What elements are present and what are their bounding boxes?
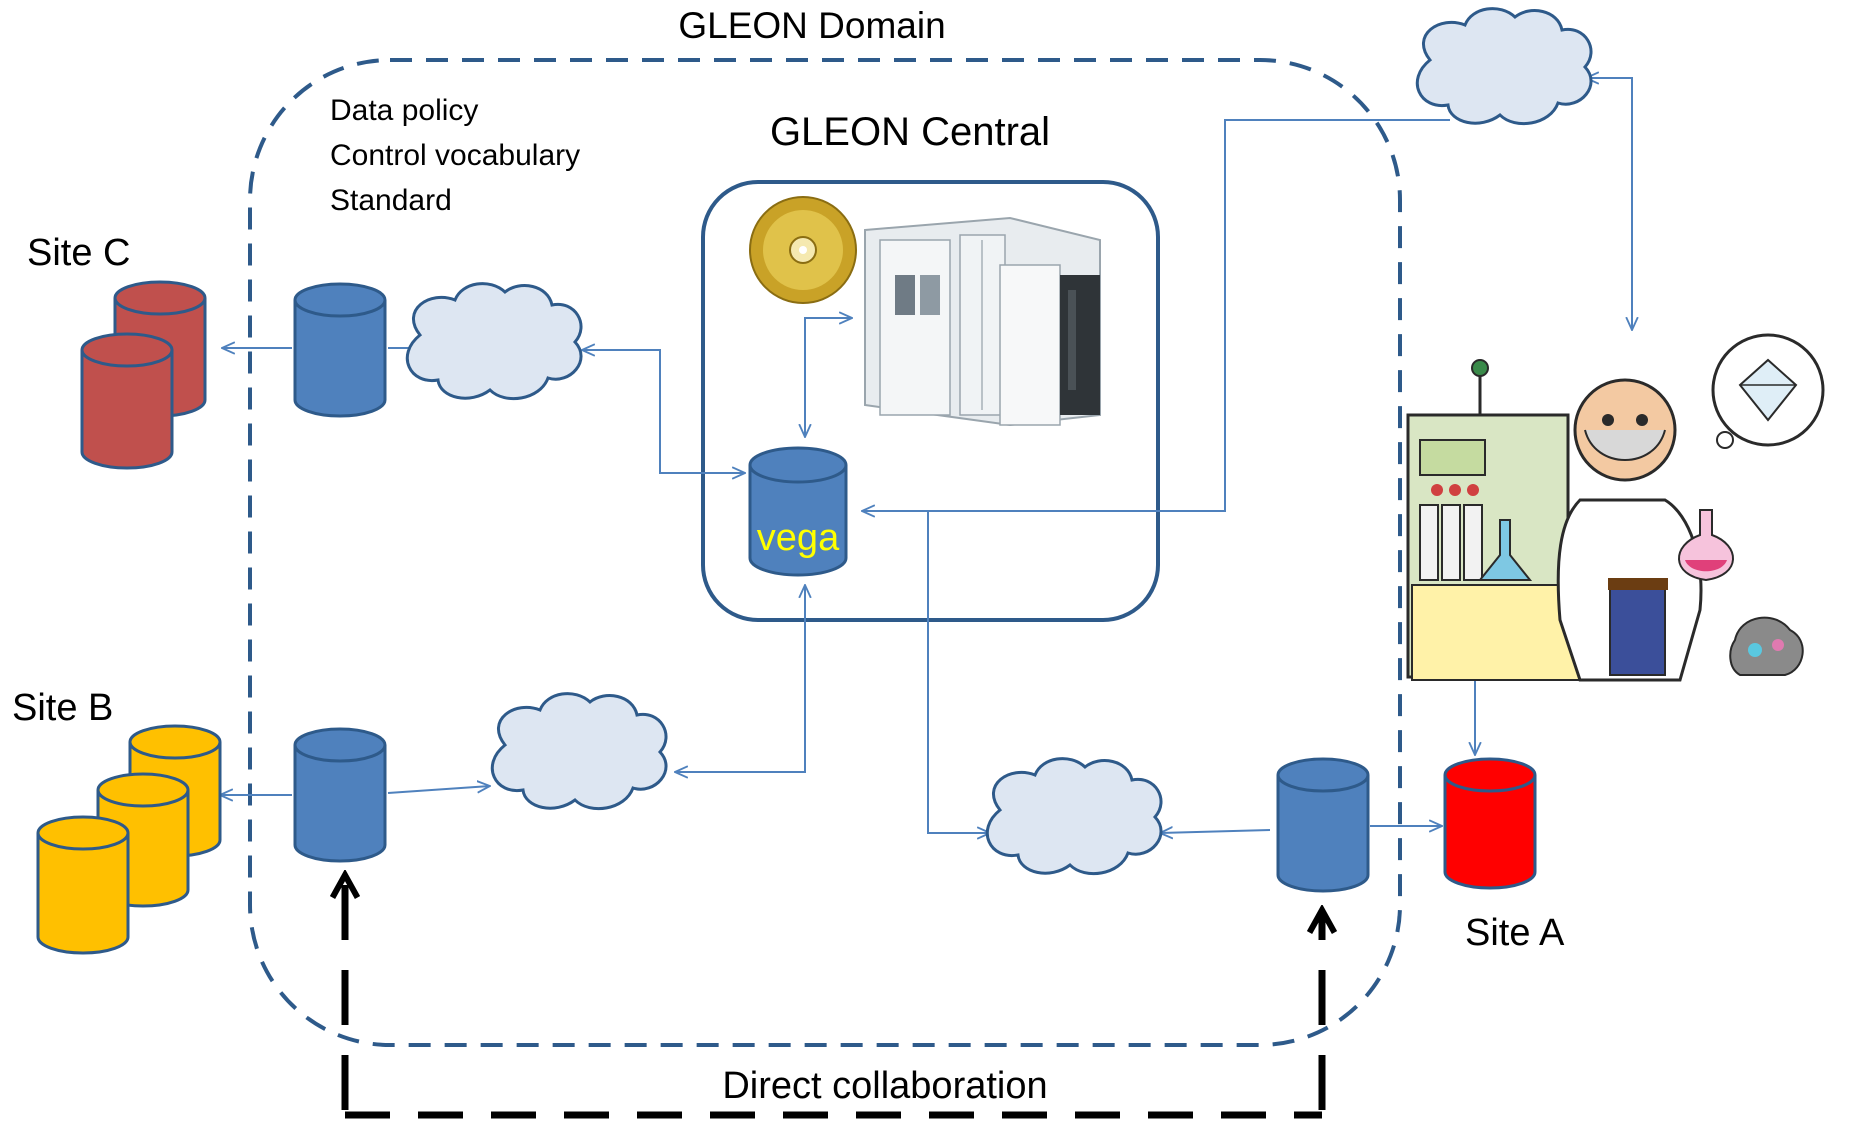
direct-collaboration-label: Direct collaboration xyxy=(722,1065,1047,1107)
disc-icon xyxy=(749,196,857,304)
gleon-domain-title: GLEON Domain xyxy=(678,5,945,46)
server-icon xyxy=(864,216,1101,427)
policy-line-standard: Standard xyxy=(330,184,452,217)
site-c-label: Site C xyxy=(27,232,130,274)
link-topcloud-scientist xyxy=(1586,78,1632,330)
gleon-domain-boundary xyxy=(248,58,1402,1047)
site-c-databases xyxy=(80,280,207,470)
site-a-database xyxy=(1443,757,1537,890)
link-cloudb-vega xyxy=(675,585,805,772)
site-b-databases xyxy=(36,724,222,955)
cloud-top xyxy=(1415,7,1593,125)
link-disc-server xyxy=(805,318,852,437)
cloud-c xyxy=(405,282,583,400)
link-cloudc-vega xyxy=(582,350,745,473)
link-nodeb-cloudb xyxy=(387,786,490,794)
direct-collaboration-path xyxy=(345,875,1322,1119)
scientist-illustration-icon xyxy=(1406,333,1825,682)
node-db-site-a xyxy=(1276,757,1370,893)
vega-database: vega xyxy=(748,446,848,577)
policy-line-control-vocabulary: Control vocabulary xyxy=(330,139,580,172)
vega-label: vega xyxy=(757,517,840,559)
policy-line-data-policy: Data policy xyxy=(330,94,478,127)
link-vega-clouda xyxy=(862,510,990,833)
cloud-b xyxy=(490,692,668,810)
node-db-site-b xyxy=(293,727,387,863)
cloud-a xyxy=(985,757,1163,875)
site-b-label: Site B xyxy=(12,687,113,729)
gleon-central-title: GLEON Central xyxy=(770,110,1050,154)
node-db-site-c xyxy=(293,282,387,418)
policy-list: Data policy Control vocabulary Standard xyxy=(330,94,580,217)
link-topcloud-vega xyxy=(862,119,1450,511)
link-clouda-nodea xyxy=(1160,830,1271,833)
site-a-label: Site A xyxy=(1465,912,1565,954)
